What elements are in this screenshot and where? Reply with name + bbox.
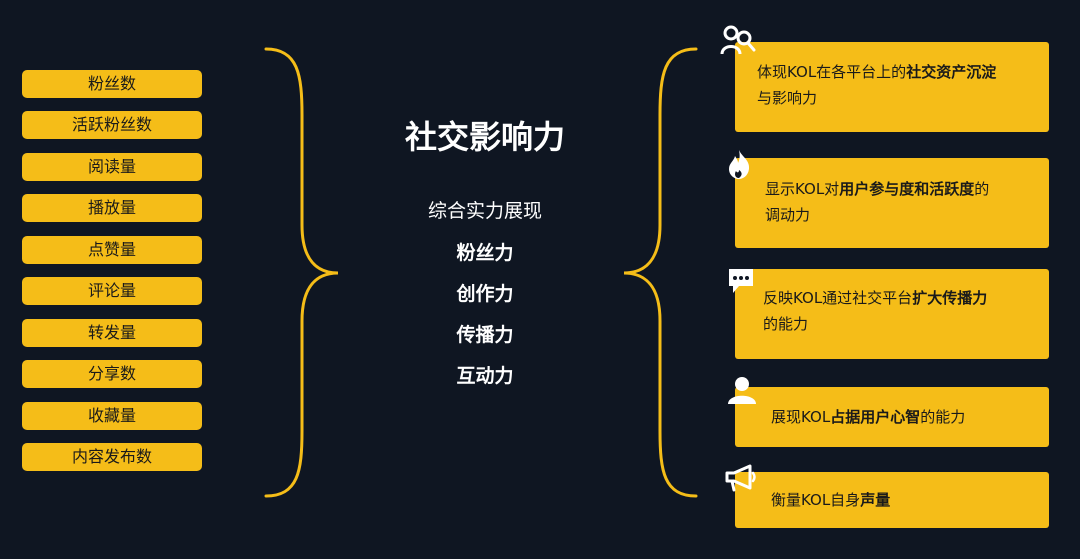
card-text: 的能力 — [763, 315, 809, 333]
metric-posts: 内容发布数 — [22, 443, 202, 471]
right-brace — [623, 47, 698, 498]
power-interaction: 互动力 — [456, 365, 514, 387]
card-text: 与影响力 — [757, 89, 818, 107]
metric-shares: 分享数 — [22, 360, 202, 388]
card-text: 调动力 — [765, 206, 811, 224]
flame-icon — [729, 150, 750, 179]
card-highlight: 扩大传播力 — [912, 289, 988, 307]
card-text: 衡量KOL自身 — [771, 491, 861, 509]
center-subtitle: 综合实力展现 — [427, 200, 542, 222]
card-highlight: 社交资产沉淀 — [906, 63, 997, 81]
card-text: 反映KOL通过社交平台 — [763, 289, 913, 307]
card-mindshare: 展现KOL占据用户心智的能力 — [735, 387, 1049, 447]
card-highlight: 用户参与度和活跃度 — [839, 180, 975, 198]
card-text: 展现KOL — [771, 408, 831, 426]
metric-favorites: 收藏量 — [22, 402, 202, 430]
people-search-icon — [720, 25, 756, 55]
card-text: 显示KOL对 — [765, 180, 840, 198]
power-creation: 创作力 — [456, 283, 514, 305]
card-social-assets: 体现KOL在各平台上的社交资产沉淀 与影响力 — [735, 42, 1049, 132]
megaphone-icon — [725, 464, 756, 492]
metric-reposts: 转发量 — [22, 319, 202, 347]
user-icon — [728, 377, 756, 404]
metric-reads: 阅读量 — [22, 153, 202, 181]
card-text: 体现KOL在各平台上的 — [757, 63, 907, 81]
card-engagement: 显示KOL对用户参与度和活跃度的 调动力 — [735, 158, 1049, 248]
card-spread: 反映KOL通过社交平台扩大传播力 的能力 — [735, 269, 1049, 359]
card-text: 的 — [974, 180, 990, 198]
card-highlight: 占据用户心智 — [830, 408, 921, 426]
chat-bubble-icon — [729, 269, 753, 293]
card-text: 的能力 — [920, 408, 966, 426]
page-title: 社交影响力 — [404, 118, 565, 156]
metric-active-fans: 活跃粉丝数 — [22, 111, 202, 139]
card-highlight: 声量 — [860, 491, 891, 509]
metric-fans: 粉丝数 — [22, 70, 202, 98]
metric-comments: 评论量 — [22, 277, 202, 305]
metric-likes: 点赞量 — [22, 236, 202, 264]
power-fans: 粉丝力 — [456, 242, 514, 264]
metric-plays: 播放量 — [22, 194, 202, 222]
card-voice: 衡量KOL自身声量 — [735, 472, 1049, 528]
left-brace — [264, 47, 339, 498]
power-spread: 传播力 — [456, 324, 514, 346]
